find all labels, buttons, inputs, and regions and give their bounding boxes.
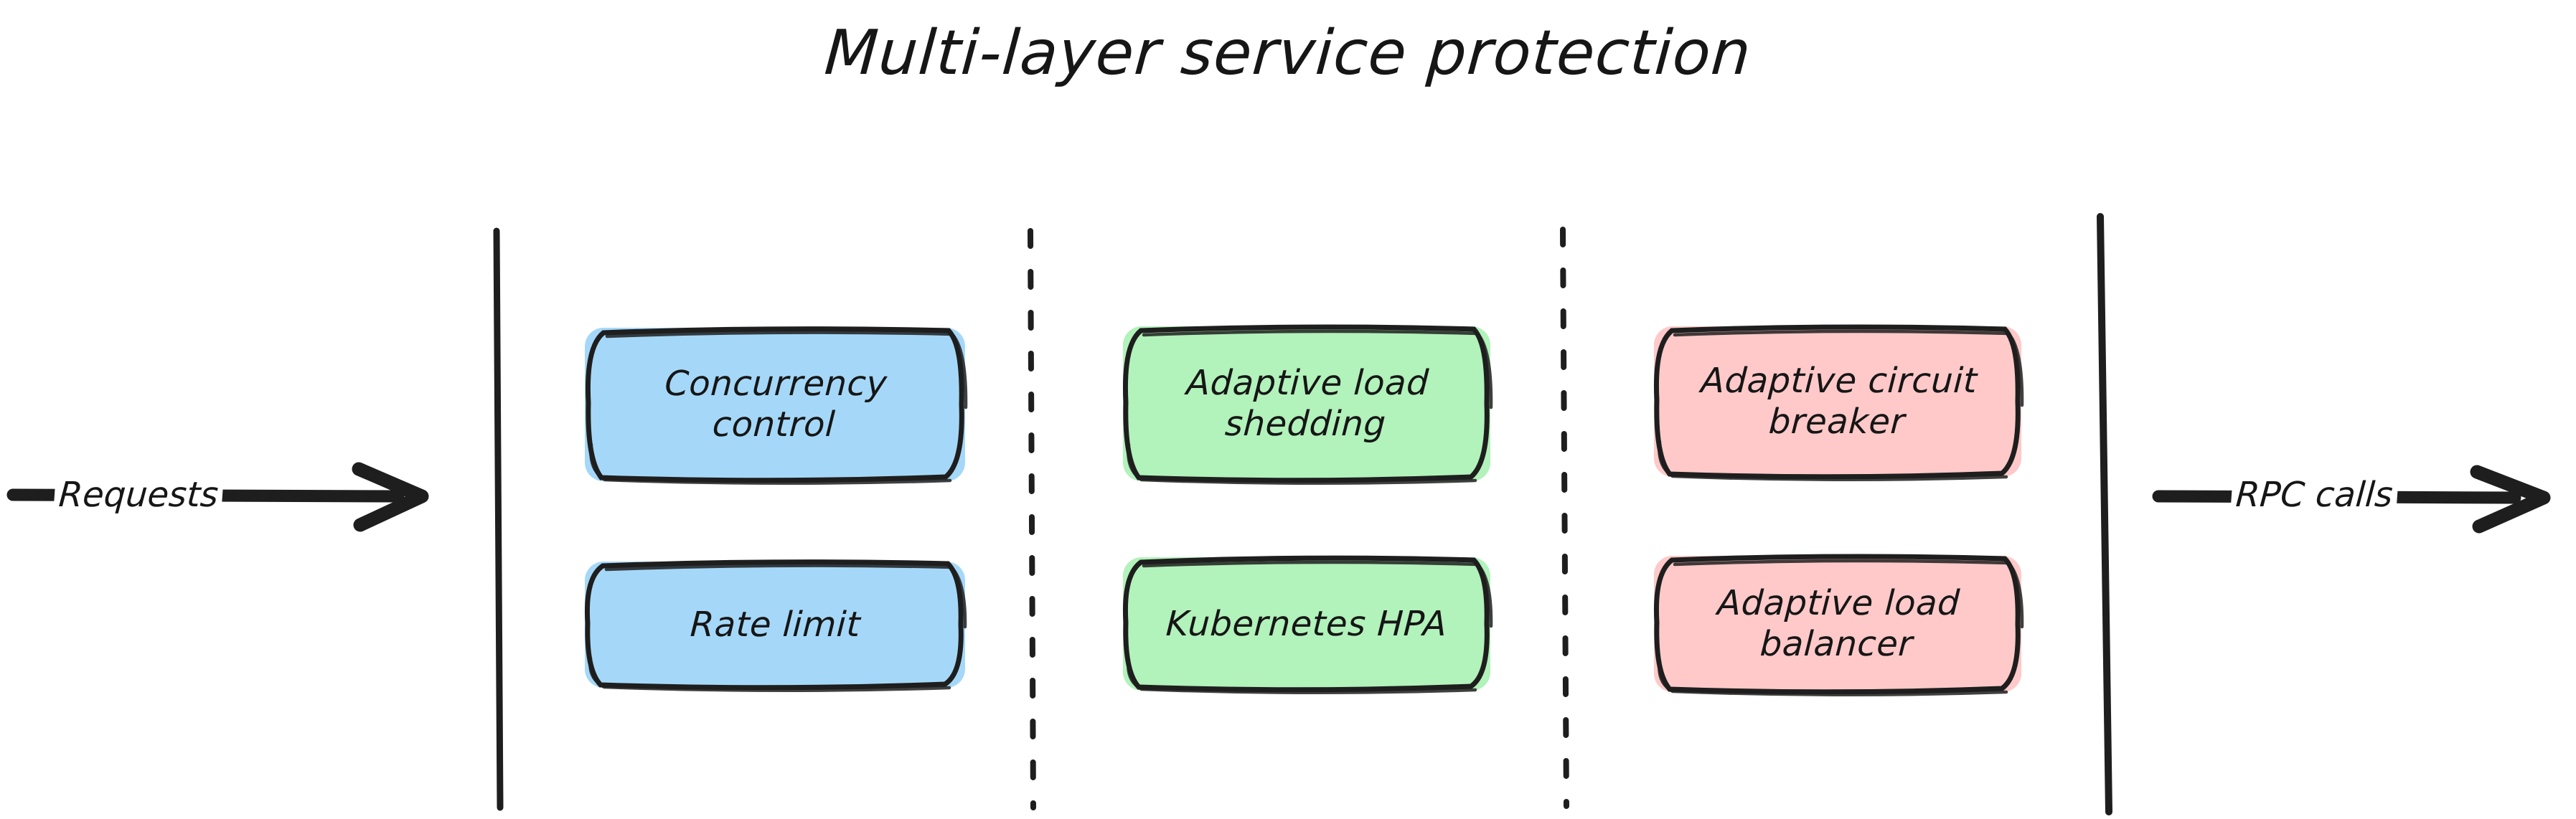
- node-adaptive-load-shedding[interactable]: Adaptive load shedding: [1119, 323, 1494, 486]
- node-adaptive-circuit-breaker[interactable]: Adaptive circuit breaker: [1650, 323, 2025, 482]
- adaptive-circuit-breaker-label: Adaptive circuit breaker: [1699, 361, 1978, 442]
- kubernetes-hpa-shape: [1122, 555, 1493, 695]
- outbound-flow-arrow: RPC calls: [2152, 459, 2569, 534]
- adaptive-load-shedding-label: Adaptive load shedding: [1185, 363, 1430, 444]
- node-kubernetes-hpa[interactable]: Kubernetes HPA: [1119, 554, 1494, 695]
- node-concurrency-control[interactable]: Concurrency control: [581, 324, 969, 486]
- outbound-arrow-head: [2470, 465, 2551, 534]
- rate-limit-label: Rate limit: [689, 604, 861, 645]
- lane-divider-2: [1560, 227, 1569, 809]
- page-title: Multi-layer service protection: [822, 17, 1754, 89]
- rate-limit-shape: [584, 559, 967, 693]
- concurrency-control-shape: [585, 326, 968, 486]
- adaptive-load-shedding-shape: [1123, 324, 1493, 486]
- lane-divider-1: [1028, 228, 1036, 810]
- inbound-flow-arrow: Requests: [6, 459, 452, 532]
- service-entry-boundary: [493, 227, 504, 811]
- adaptive-load-balancer-shape: [1653, 554, 2024, 697]
- inbound-arrow-head: [352, 462, 429, 532]
- concurrency-control-label: Concurrency control: [664, 364, 888, 445]
- adaptive-load-balancer-label: Adaptive load balancer: [1716, 583, 1961, 664]
- kubernetes-hpa-label: Kubernetes HPA: [1165, 603, 1449, 644]
- inbound-flow-label: Requests: [53, 475, 225, 515]
- service-exit-boundary: [2097, 213, 2112, 815]
- node-adaptive-load-balancer[interactable]: Adaptive load balancer: [1650, 552, 2025, 697]
- node-rate-limit[interactable]: Rate limit: [581, 558, 969, 693]
- outbound-flow-label: RPC calls: [2230, 475, 2399, 515]
- adaptive-circuit-breaker-shape: [1654, 324, 2024, 482]
